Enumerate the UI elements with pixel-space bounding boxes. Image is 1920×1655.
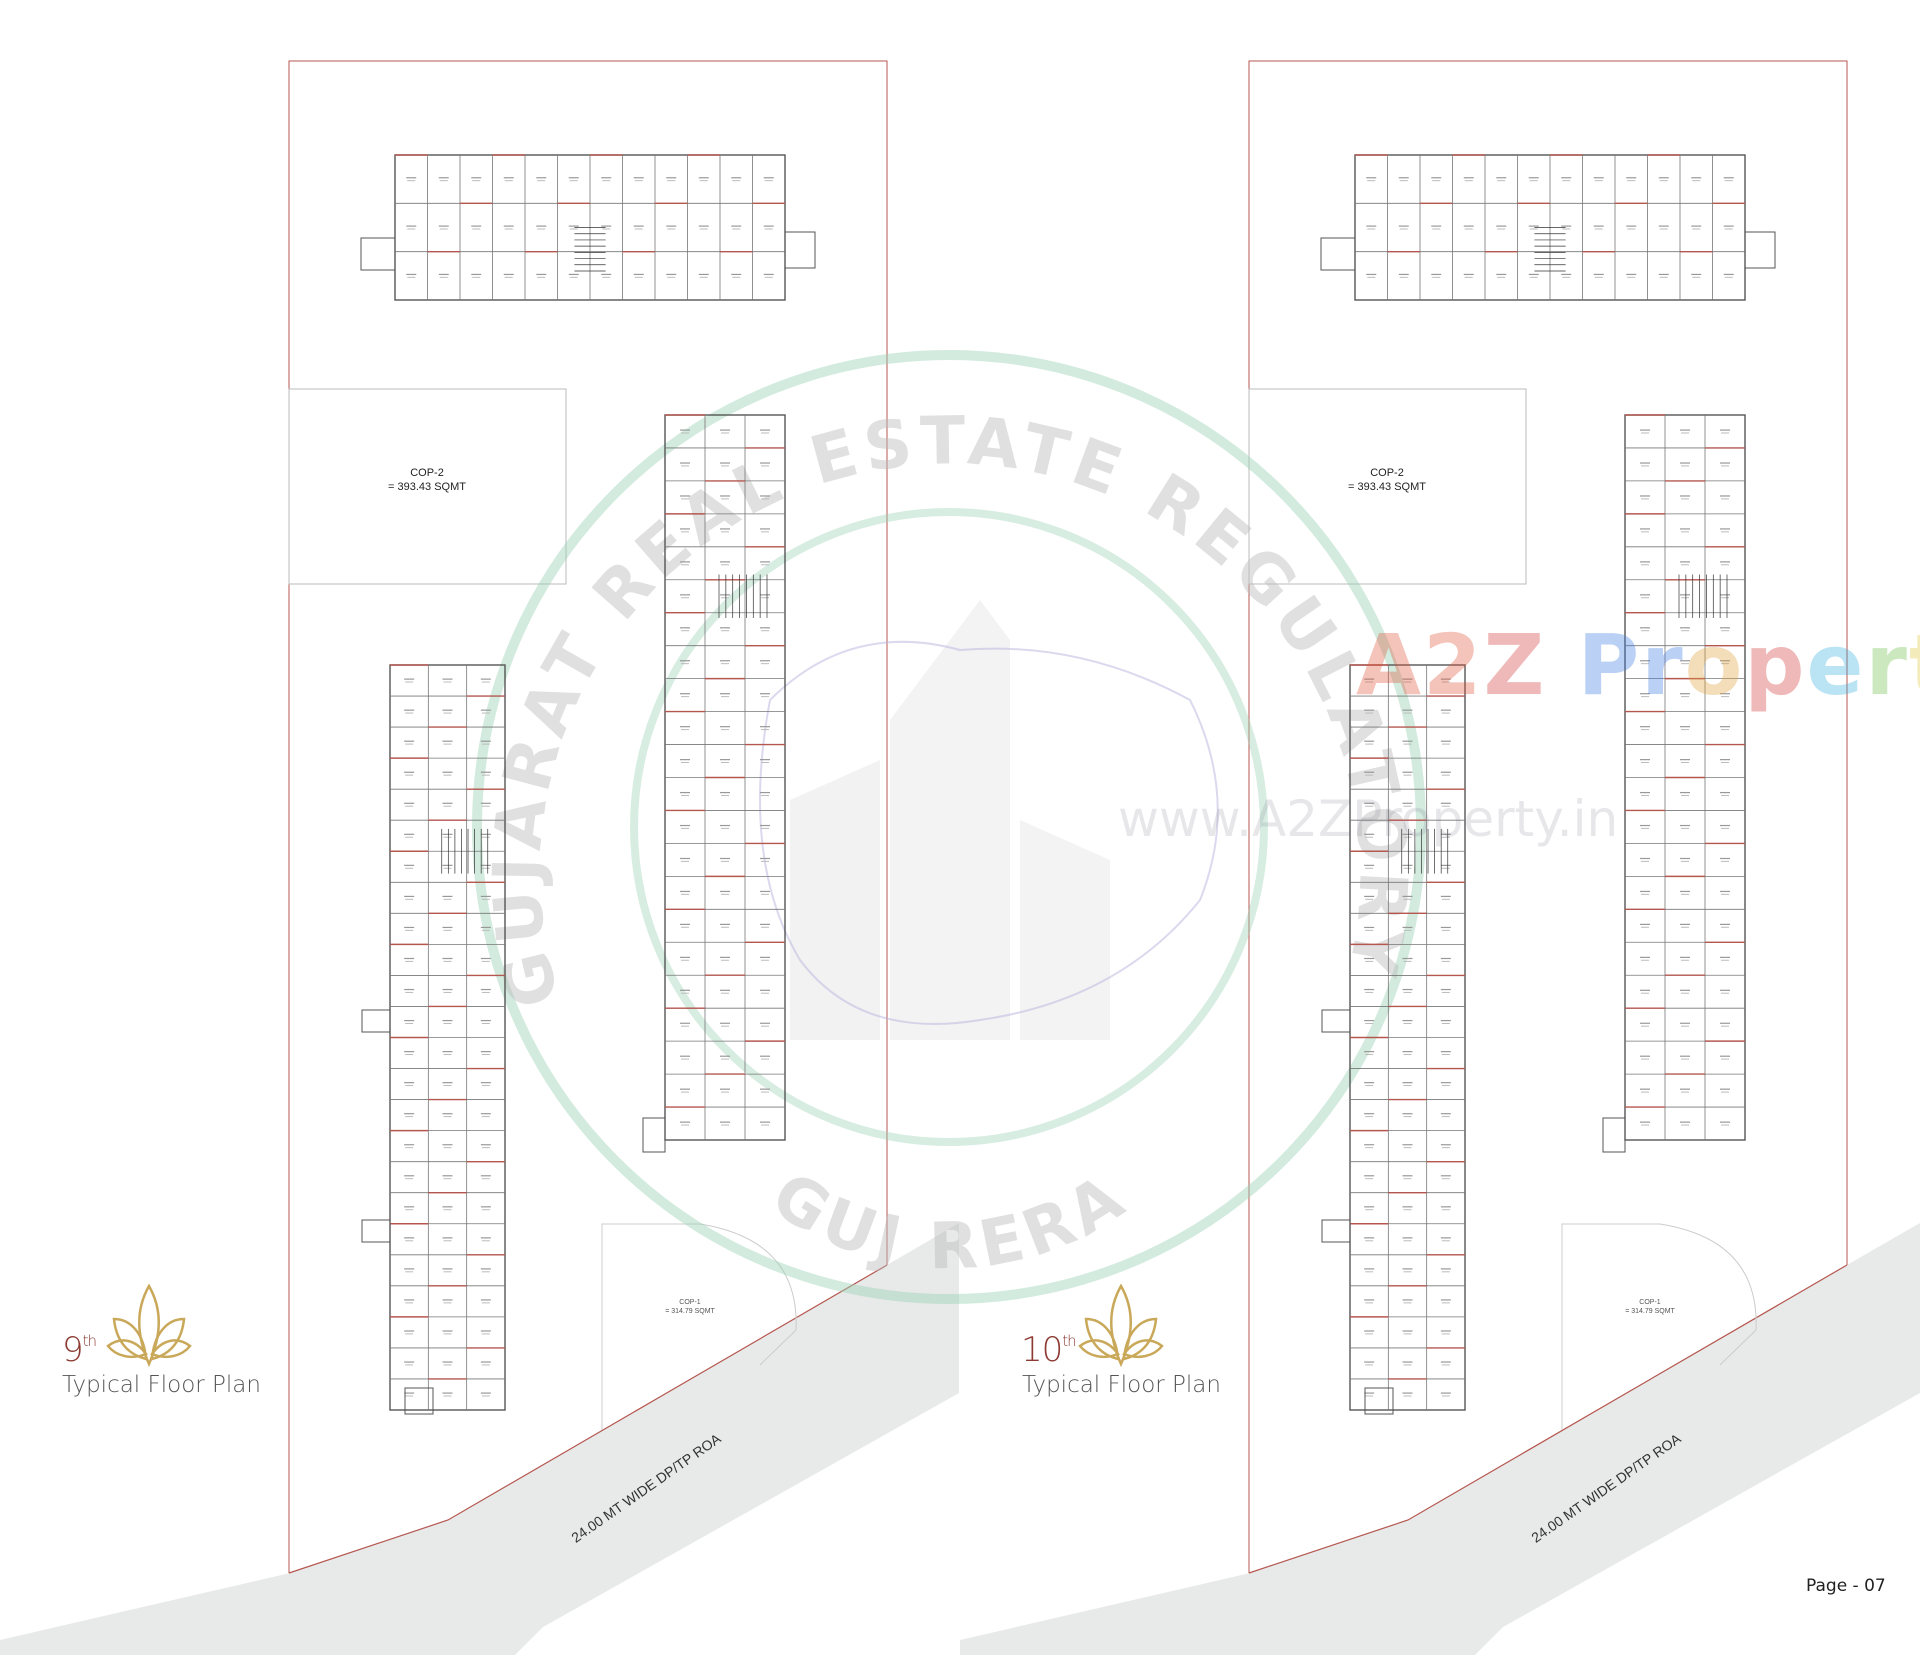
- brand-letter: p: [1744, 616, 1807, 714]
- cop2-label: COP-2 = 393.43 SQMT: [1348, 466, 1426, 494]
- url-watermark: www.A2ZProperty.in: [1118, 790, 1619, 848]
- floor-number-value: 10: [1021, 1330, 1063, 1370]
- floor-number-value: 9: [62, 1330, 84, 1370]
- floor-plan-title: Typical Floor Plan: [62, 1372, 261, 1398]
- floor-plan-top-wing-9th: [394, 154, 786, 301]
- balcony: [404, 1387, 434, 1415]
- page-number: Page - 07: [1806, 1576, 1886, 1596]
- balcony: [1744, 231, 1776, 269]
- balcony: [361, 1219, 391, 1243]
- cop2-box-right: [1248, 388, 1527, 585]
- cop1-name: COP-1: [1639, 1299, 1661, 1306]
- brand-letter: o: [1684, 616, 1745, 714]
- brand-watermark: A2Z Property: [1356, 616, 1920, 714]
- balcony: [1602, 1117, 1626, 1153]
- cop1-label: COP-1 = 314.79 SQMT: [1625, 1298, 1675, 1316]
- floor-plan-title: Typical Floor Plan: [1022, 1372, 1221, 1398]
- balcony: [784, 231, 816, 269]
- brand-letter: [1546, 616, 1577, 714]
- brand-letter: e: [1806, 616, 1866, 714]
- cop1-area-left: [601, 1223, 797, 1430]
- brand-letter: Z: [1483, 616, 1547, 714]
- road-band-left: [0, 1223, 959, 1655]
- balcony: [642, 1117, 666, 1153]
- building-silhouette: [790, 600, 1110, 1040]
- floor-plan-left-tower-10th: [1349, 664, 1466, 1411]
- cop1-area-right: [1561, 1223, 1757, 1430]
- plot-boundary-right: [1248, 60, 1848, 1574]
- cop1-area: = 314.79 SQMT: [1625, 1308, 1675, 1315]
- balcony: [1321, 1219, 1351, 1243]
- balcony: [361, 1009, 391, 1033]
- floor-number-suffix: th: [1062, 1332, 1076, 1350]
- brand-letter: A: [1356, 616, 1424, 714]
- lotus-logo-icon: [1078, 1284, 1164, 1368]
- cop2-name: COP-2: [1370, 467, 1404, 479]
- balcony: [360, 237, 396, 271]
- cop1-label: COP-1 = 314.79 SQMT: [665, 1298, 715, 1316]
- cop1-name: COP-1: [679, 1299, 701, 1306]
- cop2-name: COP-2: [410, 467, 444, 479]
- cop2-area: = 393.43 SQMT: [1348, 481, 1426, 493]
- cop2-box-left: [288, 388, 567, 585]
- brand-letter: r: [1865, 616, 1909, 714]
- cop2-area: = 393.43 SQMT: [388, 481, 466, 493]
- balcony: [1364, 1387, 1394, 1415]
- floor-plan-left-tower-9th: [389, 664, 506, 1411]
- road-band-right: [960, 1223, 1920, 1655]
- floor-number: 9th: [62, 1330, 97, 1370]
- plot-boundary-left: [288, 60, 888, 1574]
- floor-plan-right-tower-9th: [664, 414, 786, 1141]
- balcony: [1320, 237, 1356, 271]
- lotus-logo-icon: [106, 1284, 192, 1368]
- floor-plan-top-wing-10th: [1354, 154, 1746, 301]
- brand-letter: P: [1577, 616, 1642, 714]
- brand-letter: r: [1641, 616, 1685, 714]
- floor-number-suffix: th: [82, 1332, 97, 1350]
- brand-letter: 2: [1423, 616, 1484, 714]
- balcony: [1321, 1009, 1351, 1033]
- floor-plan-right-tower-10th: [1624, 414, 1746, 1141]
- floor-number: 10th: [1021, 1330, 1077, 1370]
- cop2-label: COP-2 = 393.43 SQMT: [388, 466, 466, 494]
- cop1-area: = 314.79 SQMT: [665, 1308, 715, 1315]
- brand-letter: t: [1909, 616, 1920, 714]
